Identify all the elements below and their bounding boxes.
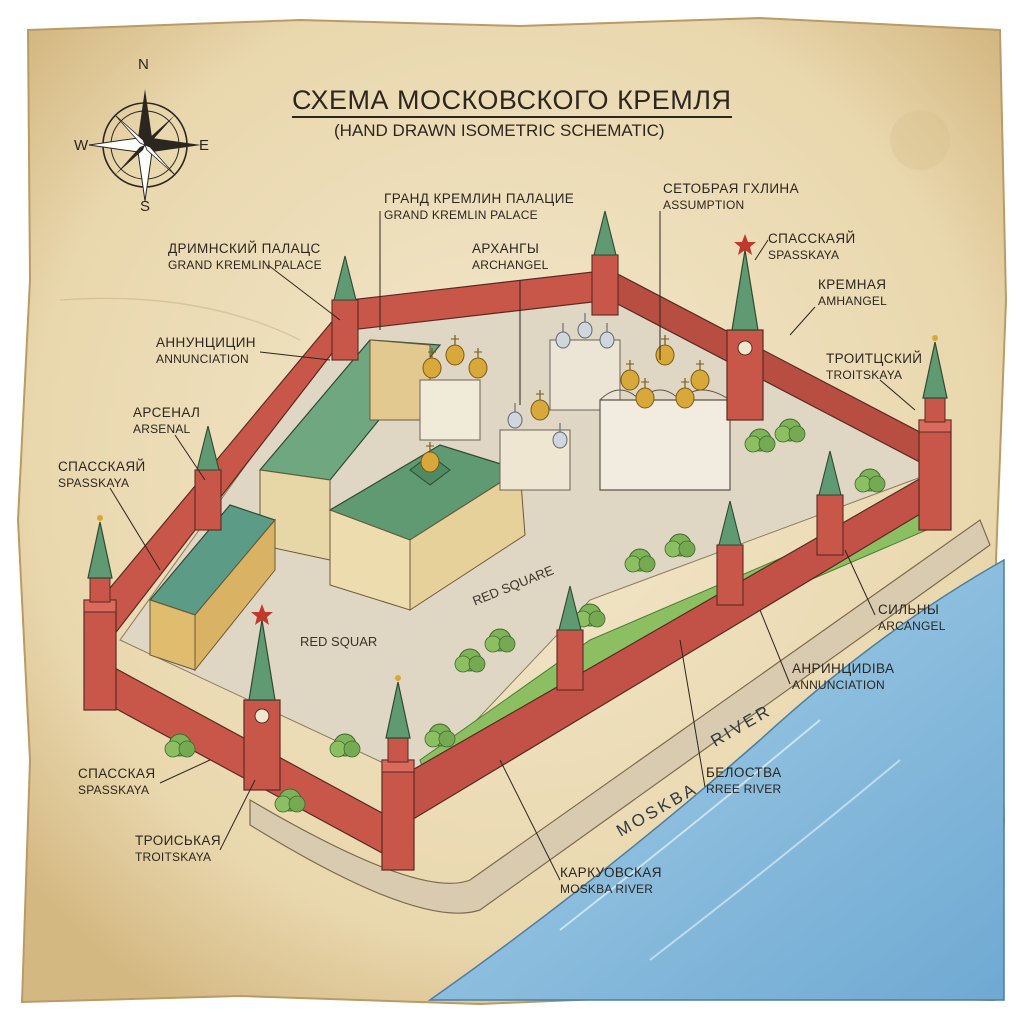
senate-building [258,339,442,561]
kremlin-walls [99,269,936,862]
red-square-label-left: RED SQUAR [300,634,378,649]
embankment [249,519,991,914]
assumption-cathedral [599,334,731,491]
archangel-cathedral [499,389,571,491]
compass-west: W [74,137,89,154]
compass-north: N [138,56,149,73]
compass-rose [88,89,201,202]
compass-south: S [140,198,151,215]
troitskaya-tower [243,604,281,791]
map-subtitle: (HAND DRAWN ISOMETRIC SCHEMATIC) [334,121,665,140]
annunciation-cathedral [419,334,488,441]
map-title: СХЕМА МОСКОВСКОГО КРЕМЛЯ [292,84,732,118]
compass-east: E [199,137,210,154]
spasskaya-tower [726,234,764,421]
kremlin-towers [83,210,952,871]
moskva-river [427,558,1005,1001]
arsenal-building [148,504,277,672]
grand-kremlin-palace [328,441,526,611]
leader-lines [109,211,916,881]
